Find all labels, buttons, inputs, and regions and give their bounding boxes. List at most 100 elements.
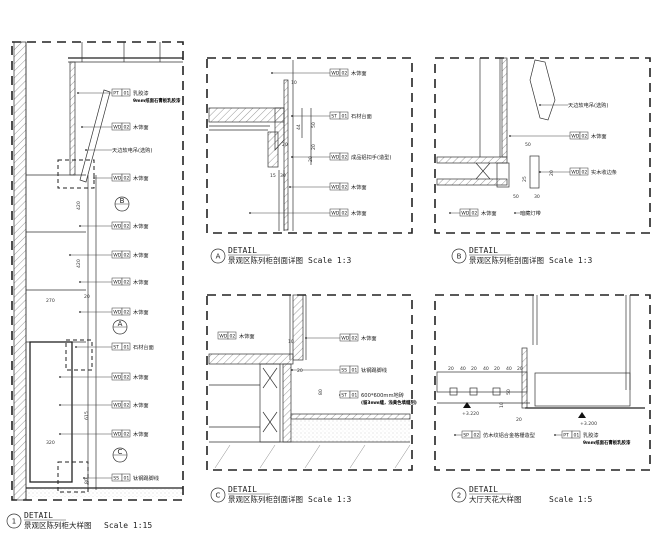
material-code: ST: [341, 393, 347, 399]
material-code: WD: [113, 432, 122, 438]
material-code: WD: [113, 310, 122, 316]
material-num-box: [469, 208, 479, 217]
detail-heading: DETAIL: [469, 246, 498, 255]
section-reference-bubble[interactable]: C: [112, 447, 128, 463]
material-number: 02: [124, 403, 130, 409]
material-number: 02: [342, 71, 348, 77]
dim-label: 10: [288, 339, 294, 345]
material-code: WD: [341, 336, 350, 342]
material-code: WD: [571, 170, 580, 176]
dim-label: 15: [270, 173, 276, 179]
material-label: 木饰面: [133, 308, 149, 316]
dim-label: 20: [311, 144, 317, 150]
detail-number: A: [216, 253, 221, 261]
material-code: WD: [113, 403, 122, 409]
material-num-box: [349, 390, 359, 399]
detail-scale: Scale 1:3: [308, 495, 352, 504]
material-num-box: [579, 167, 589, 176]
material-code: WD: [461, 211, 470, 217]
leader-dot: [539, 104, 541, 106]
material-code: WD: [113, 125, 122, 131]
detail-number: 2: [457, 492, 461, 500]
section-reference-bubble[interactable]: B: [114, 196, 130, 212]
callout: 暗藏灯带: [514, 209, 541, 217]
detail-heading: DETAIL: [469, 485, 498, 494]
material-number: 01: [352, 393, 358, 399]
leader-dot: [289, 186, 291, 188]
detail-name: 大厅天花大样图: [469, 494, 522, 504]
material-code: WD: [113, 375, 122, 381]
dim-label: 30: [280, 173, 286, 179]
detail-name: 景观区陈列柜剖面详图: [228, 255, 303, 265]
leader-dot: [85, 149, 87, 151]
leader-dot: [81, 126, 83, 128]
material-number: 02: [352, 336, 358, 342]
dim-label: 20: [308, 156, 314, 162]
detail-heading: DETAIL: [228, 246, 257, 255]
section-reference-bubble[interactable]: A: [112, 319, 128, 335]
material-code: ST: [113, 345, 119, 351]
material-num-box: [121, 88, 131, 97]
material-number: 02: [124, 310, 130, 316]
material-num-box: [121, 250, 131, 259]
material-code: WD: [571, 134, 580, 140]
material-note: 9mm纸面石膏板乳胶漆: [133, 97, 181, 104]
material-num-box: [349, 365, 359, 374]
material-label: 木饰面: [481, 209, 497, 217]
material-code: SS: [341, 368, 347, 374]
material-number: 02: [472, 211, 478, 217]
viewport-frame: [434, 57, 651, 234]
callout: 天边软电吊(选购): [85, 146, 152, 154]
material-num-box: [121, 173, 131, 182]
detail-scale: Scale 1:15: [104, 521, 152, 530]
material-num-box: [571, 430, 581, 439]
dim-label: 50: [506, 389, 512, 395]
material-label: 天边软电吊(选购): [568, 101, 608, 109]
dim-label: 20: [471, 366, 477, 372]
material-note: (留3mm缝，浅黄色填缝剂): [361, 399, 417, 406]
leader-dot: [79, 225, 81, 227]
material-number: 01: [574, 433, 580, 439]
dim-label: 20: [494, 366, 500, 372]
leader-dot: [249, 212, 251, 214]
dim-label: 80: [84, 478, 90, 484]
material-num-box: [121, 122, 131, 131]
material-number: 02: [124, 375, 130, 381]
viewport-frame: [434, 294, 651, 471]
material-number: 02: [582, 134, 588, 140]
detail-number-circle: [451, 487, 467, 503]
material-number: 02: [124, 253, 130, 259]
leader-dot: [271, 72, 273, 74]
leader-dot: [291, 156, 293, 158]
dim-label: 20: [297, 368, 303, 374]
material-number: 02: [342, 185, 348, 191]
material-label: 木饰面: [133, 278, 149, 286]
detail-name: 景观区陈列柜剖面详图: [228, 494, 303, 504]
material-num-box: [227, 331, 237, 340]
material-label: 乳胶漆: [583, 431, 599, 439]
material-num-box: [339, 182, 349, 191]
leader-dot: [449, 212, 451, 214]
material-num-box: [339, 68, 349, 77]
level-label: +3.200: [580, 421, 597, 427]
dim-label: 50: [513, 194, 519, 200]
viewport-frame: [206, 294, 413, 471]
material-num-box: [339, 111, 349, 120]
material-code: WD: [219, 334, 228, 340]
detail-number-circle: [6, 513, 22, 529]
dim-label: 20: [282, 142, 288, 148]
